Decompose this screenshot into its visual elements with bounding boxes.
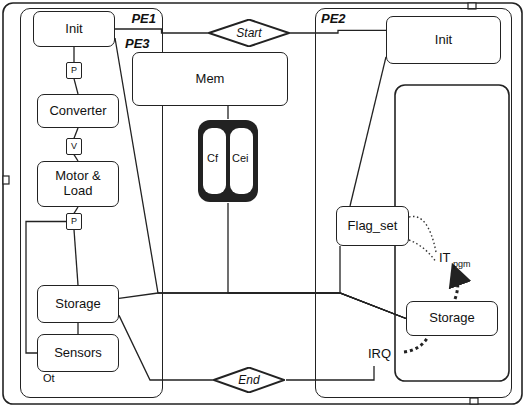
connector-line	[74, 230, 78, 285]
node-text: End	[238, 373, 259, 387]
signal-label: pgm	[453, 259, 471, 269]
signal-label: IT	[439, 250, 451, 265]
interrupt-region	[395, 85, 509, 381]
connector-line	[74, 79, 78, 94]
node-text: Storage	[429, 311, 475, 326]
processor-label: PE3	[125, 36, 150, 51]
event-diamond: End	[213, 367, 285, 393]
connector-line	[119, 315, 213, 380]
process-box: P	[66, 62, 82, 78]
process-box: Storage	[37, 285, 119, 323]
node-text: Converter	[49, 104, 106, 119]
connector-line	[74, 128, 78, 138]
connector-line	[115, 29, 208, 33]
node-text: V	[71, 141, 77, 151]
node-text: Motor & Load	[42, 169, 114, 199]
event-diamond: Start	[208, 19, 290, 47]
processor-group: PE3Mem	[120, 34, 292, 108]
node-text: Mem	[196, 72, 225, 87]
process-box: Converter	[37, 94, 119, 128]
signal-label: Cf	[207, 152, 218, 164]
node-text: Flag_set	[348, 219, 398, 234]
process-box: Mem	[132, 52, 288, 106]
connector-line	[115, 38, 406, 319]
process-box: Sensors	[37, 334, 119, 372]
signal-label: IRQ	[368, 346, 391, 361]
process-box: Flag_set	[336, 206, 409, 246]
processor-band: PE2InitFlag_setStorage	[315, 8, 512, 398]
process-box: Storage	[406, 301, 498, 336]
memory-cylinder	[198, 120, 258, 202]
outer-frame	[3, 3, 522, 404]
node-text: Storage	[55, 297, 101, 312]
process-box: Init	[386, 16, 501, 64]
node-text: Start	[236, 26, 261, 40]
signal-label: Cei	[232, 152, 249, 164]
signal-label: Ot	[43, 372, 55, 384]
node-text: Init	[65, 22, 82, 37]
processor-label: PE2	[321, 11, 346, 26]
connector-line	[340, 246, 406, 319]
node-text: P	[71, 216, 77, 226]
end-to-irq-wire	[286, 366, 374, 380]
connector-line	[77, 323, 78, 334]
process-box: Init	[33, 11, 115, 47]
connector-line	[73, 47, 74, 62]
connector-line	[350, 57, 386, 206]
node-text: P	[71, 65, 77, 75]
connector-line	[290, 30, 386, 33]
node-text: Sensors	[54, 346, 102, 361]
process-box: Motor & Load	[37, 161, 119, 207]
process-box: P	[66, 213, 82, 229]
process-box: V	[66, 138, 82, 154]
node-text: Init	[435, 33, 452, 48]
flag-link	[409, 216, 436, 262]
processor-label: PE1	[131, 11, 156, 26]
